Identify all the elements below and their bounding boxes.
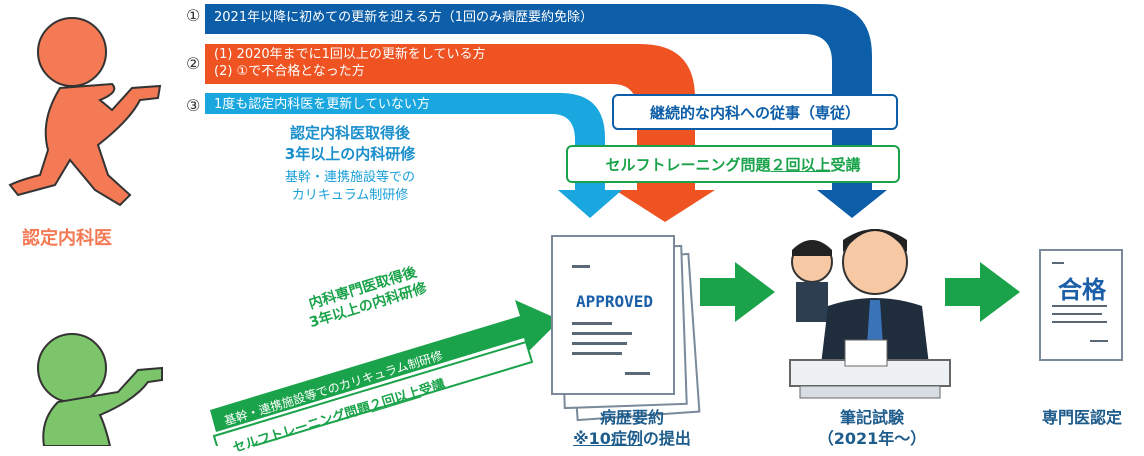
- cyan-note-line4: カリキュラム制研修: [291, 188, 409, 203]
- self-training-count: ２回以上: [770, 155, 831, 174]
- summary-suffix: の提出: [642, 429, 691, 448]
- route-2-label-line2: (2) ①で不合格となった方: [214, 64, 365, 79]
- route-3-number: ③: [186, 96, 201, 115]
- runner-orange-icon: [8, 17, 162, 207]
- exam-caption-line1: 筆記試験: [839, 408, 904, 427]
- route-3-label: 1度も認定内科医を更新していない方: [214, 97, 430, 112]
- continuous-practice-box: 継続的な内科への従事（専従）: [612, 94, 898, 130]
- pass-stamp: 合格: [1058, 276, 1106, 304]
- certification-caption: 専門医認定: [1041, 408, 1122, 427]
- approved-stamp: APPROVED: [576, 292, 654, 311]
- flow-arrows: [8, 4, 1123, 446]
- cyan-route-arrow: [205, 93, 622, 218]
- cyan-note-line3: 基幹・連携施設等での: [284, 170, 415, 185]
- route-2-label-line1: (1) 2020年までに1回以上の更新をしている方: [214, 47, 486, 62]
- summary-case-count: ※10症例: [573, 429, 643, 448]
- runner-green-icon: [37, 333, 163, 446]
- step-arrow-1: [700, 262, 775, 322]
- summary-caption-line1: 病歴要約: [599, 408, 664, 427]
- route-1-number: ①: [186, 6, 201, 25]
- cyan-note-line2: 3年以上の内科研修: [284, 145, 416, 163]
- orange-route-arrow: [205, 44, 715, 222]
- certified-internist-label: 認定内科医: [22, 228, 112, 249]
- exam-taker-icon: [789, 229, 951, 399]
- cyan-note-line1: 認定内科医取得後: [289, 124, 410, 142]
- certificate-icon: [1039, 249, 1123, 361]
- summary-caption-line2: ※10症例の提出: [542, 425, 722, 449]
- route-2-number: ②: [186, 54, 201, 73]
- self-training-suffix: 受講: [830, 155, 861, 174]
- green-diagonal-arrow: [210, 300, 560, 432]
- exam-caption-line2: （2021年〜）: [817, 429, 927, 448]
- step-arrow-2: [945, 262, 1020, 322]
- route-1-label: 2021年以降に初めての更新を迎える方（1回のみ病歴要約免除）: [214, 10, 593, 25]
- blue-route-arrow: [205, 4, 887, 218]
- green-outline-band: [212, 340, 534, 446]
- self-training-prefix: セルフトレーニング問題: [605, 155, 771, 174]
- document-stack-icon: [551, 235, 701, 422]
